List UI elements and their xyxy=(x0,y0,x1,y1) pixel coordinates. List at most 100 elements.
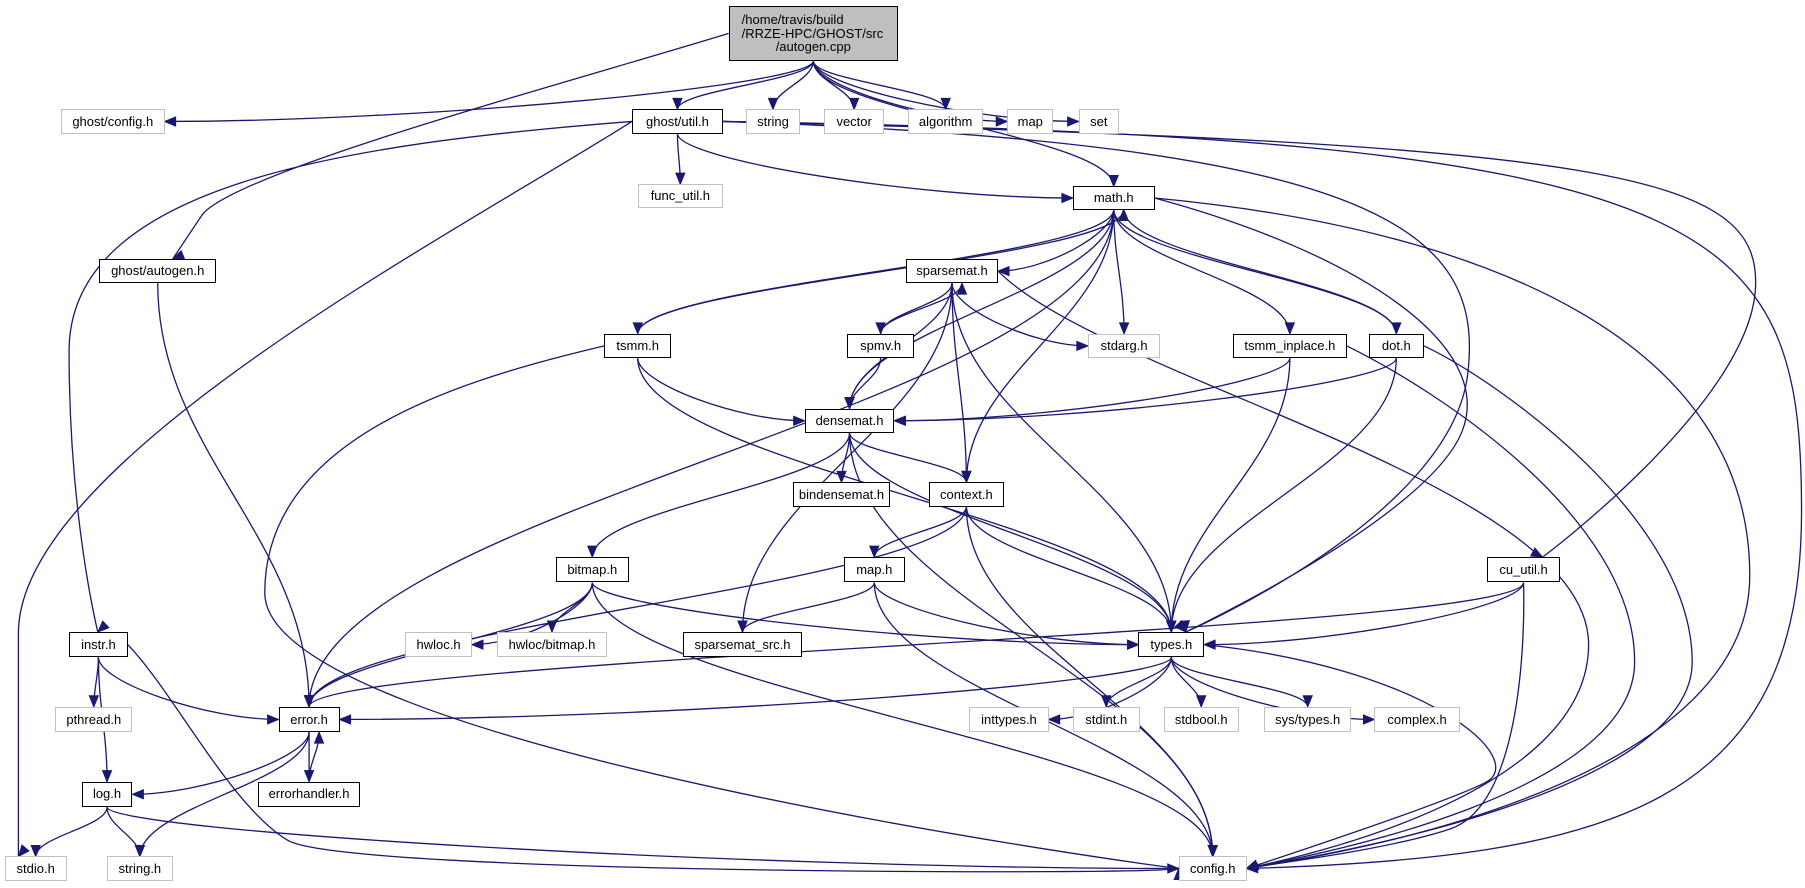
arrowhead-icon xyxy=(672,97,683,111)
node-bitmap-h[interactable]: bitmap.h xyxy=(556,557,629,583)
node-spmv-h[interactable]: spmv.h xyxy=(847,333,914,358)
edge-sparsemat-h-to-sparsemat-src-h xyxy=(741,283,953,632)
edge-log-h-to-config-h xyxy=(106,806,1179,870)
edge-autogen-cpp-to-ghost-autogen-h xyxy=(172,32,729,260)
edge-dot-h-to-densemat-h xyxy=(894,357,1397,422)
edge-ghost-util-h-to-math-h xyxy=(676,133,1073,199)
arrowhead-icon xyxy=(844,397,855,410)
node-sparsemat-src-h[interactable]: sparsemat_src.h xyxy=(682,631,803,658)
arrowhead-icon xyxy=(1061,192,1075,204)
node-map-h[interactable]: map.h xyxy=(843,557,905,583)
node-dot-h[interactable]: dot.h xyxy=(1368,333,1424,358)
edge-error-h-to-string-h xyxy=(139,732,310,857)
arrowhead-icon xyxy=(793,415,806,426)
edge-autogen-cpp-to-ghost-util-h xyxy=(676,60,814,110)
edge-ghost-util-h-to-instr-h xyxy=(68,120,633,633)
edge-error-h-to-log-h xyxy=(132,732,310,795)
edge-sparsemat-h-to-spmv-h xyxy=(879,283,953,334)
edge-map-h-to-sparsemat-src-h xyxy=(741,582,875,633)
arrowhead-icon xyxy=(30,844,41,858)
edge-context-h-to-config-h xyxy=(965,506,1214,857)
edge-instr-h-to-error-h xyxy=(97,657,279,721)
arrowhead-icon xyxy=(1108,174,1119,188)
arrowhead-icon xyxy=(1047,714,1061,725)
arrowhead-icon xyxy=(1302,695,1313,709)
edge-math-h-to-config-h xyxy=(1154,197,1751,870)
arrowhead-icon xyxy=(1126,639,1140,650)
edge-tsmm-h-to-densemat-h xyxy=(637,357,805,422)
root-label-line: /autogen.cpp xyxy=(775,39,851,55)
edge-math-h-to-tsmm-h xyxy=(637,209,1115,334)
node-instr-h[interactable]: instr.h xyxy=(69,631,128,658)
node-bindensemat-h[interactable]: bindensemat.h xyxy=(793,482,890,507)
edge-tsmm-inplace-h-to-config-h xyxy=(1246,345,1636,870)
node-error-h[interactable]: error.h xyxy=(278,706,340,733)
node-ghost-autogen-h[interactable]: ghost/autogen.h xyxy=(98,259,217,284)
node-math-h[interactable]: math.h xyxy=(1072,186,1155,210)
root-label-line: /home/travis/build xyxy=(741,11,844,27)
arrowhead-icon xyxy=(1362,714,1376,725)
edge-dot-h-to-types-h xyxy=(1170,358,1397,632)
arrowhead-icon xyxy=(88,695,100,709)
arrowhead-icon xyxy=(267,714,280,725)
edge-tsmm-inplace-h-to-densemat-h xyxy=(894,357,1291,422)
node-errorhandler-h[interactable]: errorhandler.h xyxy=(257,781,361,807)
edge-ghost-util-h-to-stdio-h xyxy=(17,120,633,857)
node-context-h[interactable]: context.h xyxy=(928,482,1004,507)
node-algorithm: algorithm xyxy=(908,109,984,134)
arrowhead-icon xyxy=(1101,695,1112,709)
arrowhead-icon xyxy=(1167,863,1181,874)
edge-ghost-util-h-to-config-h xyxy=(722,120,1803,870)
edge-dot-h-to-math-h xyxy=(1123,209,1397,334)
node-set: set xyxy=(1078,109,1119,134)
edge-log-h-to-stdio-h xyxy=(35,806,108,857)
arrowhead-icon xyxy=(1179,620,1191,634)
node-ghost-config-h: ghost/config.h xyxy=(61,109,165,134)
node-types-h[interactable]: types.h xyxy=(1138,631,1205,658)
arrowhead-icon xyxy=(1195,695,1207,709)
node-string-h: string.h xyxy=(107,856,173,881)
node-ghost-util-h[interactable]: ghost/util.h xyxy=(631,109,723,134)
arrowhead-icon xyxy=(134,844,146,858)
arrowhead-icon xyxy=(869,545,880,559)
node-hwloc-bitmap-h: hwloc/bitmap.h xyxy=(497,631,607,658)
edge-bitmap-h-to-types-h xyxy=(591,582,1139,646)
arrowhead-icon xyxy=(96,620,110,633)
edge-tsmm-h-to-config-h xyxy=(264,345,1180,870)
node-densemat-h[interactable]: densemat.h xyxy=(804,408,895,433)
edge-math-h-to-types-h xyxy=(1154,197,1468,633)
node-cu-util-h[interactable]: cu_util.h xyxy=(1487,557,1560,583)
arrowhead-icon xyxy=(587,545,598,559)
arrowhead-icon xyxy=(737,620,748,634)
edge-tsmm-inplace-h-to-types-h xyxy=(1170,358,1291,632)
arrowhead-icon xyxy=(1245,859,1260,870)
node-stdint-h: stdint.h xyxy=(1072,706,1140,733)
arrowhead-icon xyxy=(163,116,177,127)
edge-sparsemat-h-to-config-h xyxy=(997,270,1590,870)
edge-cu-util-h-to-types-h xyxy=(1204,582,1525,646)
arrowhead-icon xyxy=(956,281,968,295)
edge-densemat-h-to-types-h xyxy=(848,432,1172,632)
node-sparsemat-h[interactable]: sparsemat.h xyxy=(905,259,999,284)
arrowhead-icon xyxy=(893,415,906,426)
node-func-util-h: func_util.h xyxy=(637,184,723,209)
node-tsmm-h[interactable]: tsmm.h xyxy=(604,333,672,358)
arrowhead-icon xyxy=(1076,340,1090,352)
node-map: map xyxy=(1007,109,1054,134)
node-sys-types-h: sys/types.h xyxy=(1263,706,1352,733)
node-tsmm-inplace-h[interactable]: tsmm_inplace.h xyxy=(1232,333,1347,358)
edge-ghost-util-h-to-cu-util-h xyxy=(722,120,1757,558)
node-log-h[interactable]: log.h xyxy=(81,781,133,807)
edge-cu-util-h-to-config-h xyxy=(1246,582,1525,870)
node-stdbool-h: stdbool.h xyxy=(1163,706,1239,733)
edge-sparsemat-h-to-context-h xyxy=(951,283,968,483)
arrowhead-icon xyxy=(836,470,847,484)
node-complex-h: complex.h xyxy=(1374,706,1460,733)
arrowhead-icon xyxy=(1166,620,1177,634)
root-label-line: /RRZE-HPC/GHOST/src xyxy=(741,25,884,41)
edge-bitmap-h-to-config-h xyxy=(591,582,1214,857)
arrowhead-icon xyxy=(675,172,686,186)
arrowhead-icon xyxy=(131,789,144,800)
arrowhead-icon xyxy=(1118,208,1129,222)
